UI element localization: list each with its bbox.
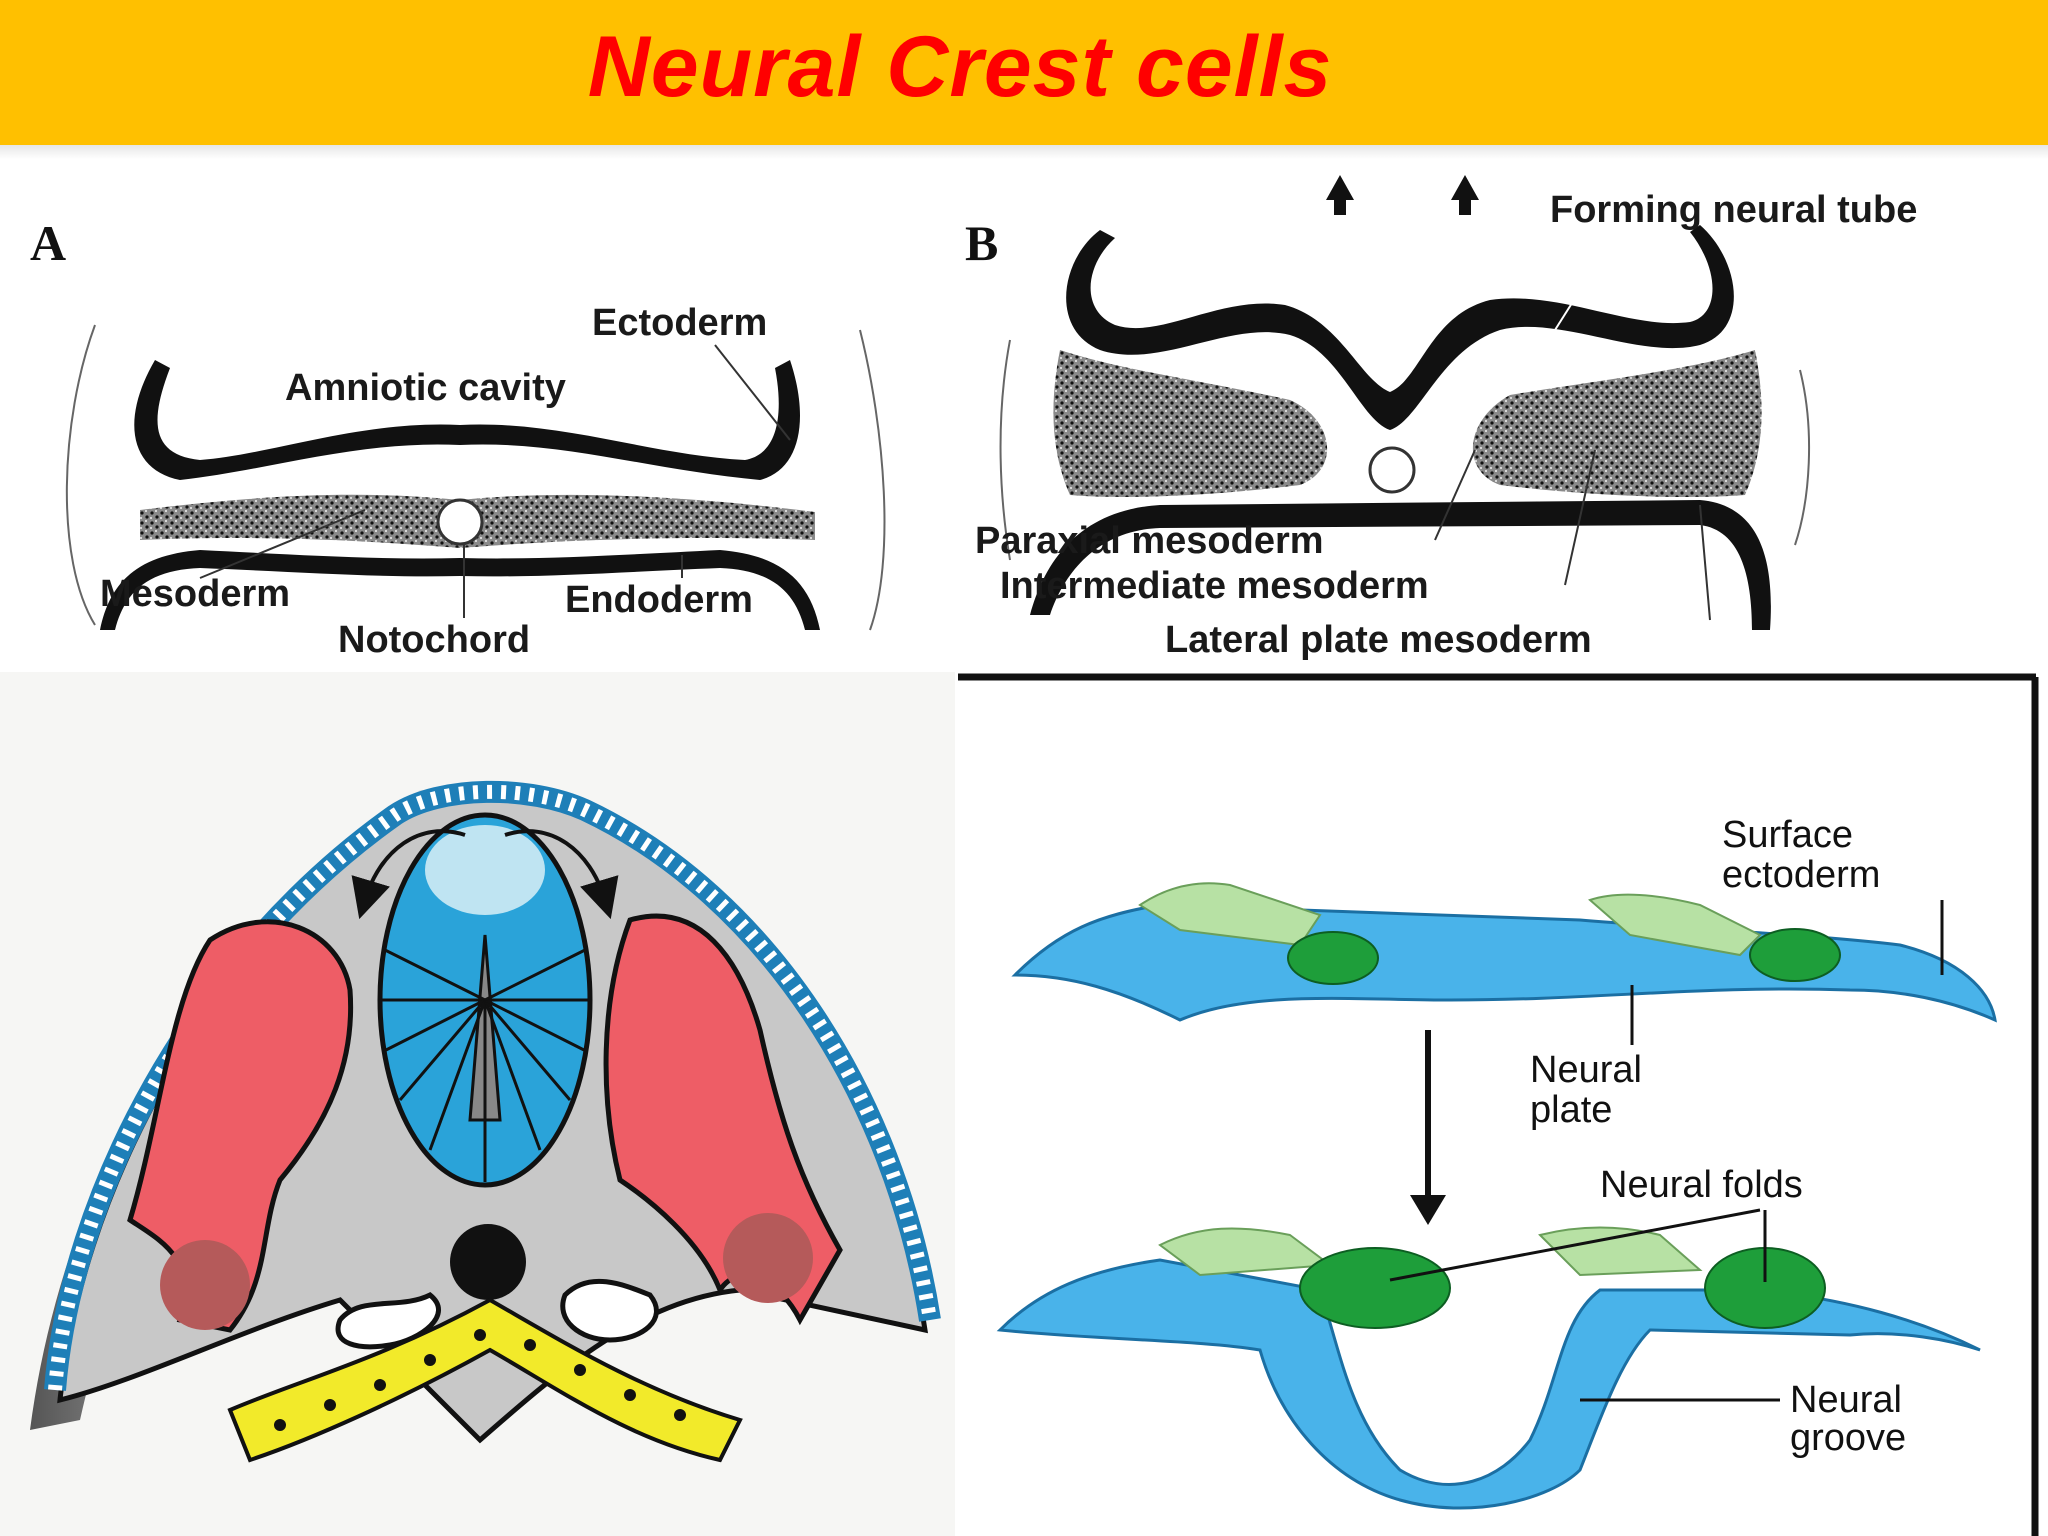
label-surface-ectoderm-1: Surface xyxy=(1722,814,1853,856)
ganglion-right xyxy=(723,1213,813,1303)
leader-mesoderm xyxy=(199,509,366,579)
embryo-outline-right xyxy=(859,329,886,631)
paraxial-mesoderm-right xyxy=(1472,350,1762,497)
panel-c-cross-section xyxy=(0,672,955,1536)
label-neural-groove-2: groove xyxy=(1790,1417,1906,1459)
label-amniotic-cavity: Amniotic cavity xyxy=(285,367,566,409)
leader-intermediate-mesoderm xyxy=(1564,449,1596,586)
leader-ectoderm xyxy=(714,344,791,441)
label-neural-folds: Neural folds xyxy=(1600,1164,1803,1206)
ectoderm-layer xyxy=(134,360,800,480)
label-neural-plate-2: plate xyxy=(1530,1089,1612,1131)
surface-ectoderm-strip-left xyxy=(1138,882,1322,947)
label-paraxial-mesoderm: Paraxial mesoderm xyxy=(975,520,1324,562)
label-neural-groove-1: Neural xyxy=(1790,1379,1902,1421)
embryo-outline-right xyxy=(1794,369,1811,546)
panel-d-neural-plate: Surface ectoderm Neural plate Neural fol… xyxy=(958,673,2039,1536)
title-bar: Neural Crest cells xyxy=(0,0,2048,145)
arrow-up-icon xyxy=(1326,175,1354,215)
migration-arrow-right xyxy=(504,829,619,920)
neural-plate-sheet xyxy=(1011,903,1997,1023)
dorsal-aorta-left xyxy=(335,1292,441,1350)
paraxial-mesoderm-left xyxy=(1053,350,1328,497)
dorsal-aorta-right xyxy=(560,1278,659,1343)
leader-forming-neural-tube xyxy=(1554,234,1616,331)
notochord-shape xyxy=(1368,446,1416,494)
neural-tube-radial-lines xyxy=(382,948,588,1182)
embryo-outline-left xyxy=(65,324,96,626)
endoderm-layer xyxy=(100,550,820,630)
label-mesoderm: Mesoderm xyxy=(100,573,290,615)
label-intermediate-mesoderm: Intermediate mesoderm xyxy=(1000,565,1429,607)
arrow-down-icon xyxy=(1410,1195,1446,1225)
label-neural-plate-1: Neural xyxy=(1530,1049,1642,1091)
label-notochord: Notochord xyxy=(338,619,530,661)
leader-paraxial-mesoderm xyxy=(1434,449,1476,541)
endoderm-layer xyxy=(227,1297,743,1463)
label-surface-ectoderm-2: ectoderm xyxy=(1722,854,1880,896)
panel-a-letter: A xyxy=(30,215,66,271)
panel-a-germ-layers: A Ectoderm Amniotic cavity Mesoderm Endo… xyxy=(30,215,886,661)
neural-crest-region xyxy=(425,825,545,915)
leader-lateral-plate-mesoderm xyxy=(1699,504,1711,621)
migration-arrow-left xyxy=(351,829,466,920)
label-ectoderm: Ectoderm xyxy=(592,302,767,344)
surface-ectoderm-strip-right xyxy=(1588,893,1762,957)
title-shadow xyxy=(0,145,2048,159)
forming-neural-tube-shape xyxy=(1066,225,1734,430)
neural-fold-left xyxy=(1299,1247,1451,1329)
surface-ectoderm-cells xyxy=(48,784,937,1391)
notochord-shape xyxy=(436,498,484,546)
label-endoderm: Endoderm xyxy=(565,579,753,621)
arrow-up-icon xyxy=(1451,175,1479,215)
slide-title: Neural Crest cells xyxy=(587,19,1333,115)
leader-neural-fold-left xyxy=(1389,1208,1761,1282)
neural-fold-plate-right xyxy=(1749,928,1841,982)
panel-b-neural-tube: B Forming neural tube Paraxial mesoderm … xyxy=(965,175,1917,661)
label-lateral-plate-mesoderm: Lateral plate mesoderm xyxy=(1165,619,1592,661)
somite-left xyxy=(127,919,354,1333)
lateral-layer xyxy=(1030,500,1771,630)
neural-fold-plate-left xyxy=(1287,931,1379,985)
embryo-outline-left xyxy=(999,339,1011,561)
surface-ectoderm-strip-right xyxy=(1538,1226,1703,1277)
label-forming-neural-tube: Forming neural tube xyxy=(1550,189,1917,231)
endoderm-nuclei xyxy=(274,1329,686,1431)
notochord-shape xyxy=(450,1224,526,1300)
surface-ectoderm-strip-left xyxy=(1158,1227,1333,1277)
panel-b-letter: B xyxy=(965,215,998,271)
ganglion-left xyxy=(160,1240,250,1330)
